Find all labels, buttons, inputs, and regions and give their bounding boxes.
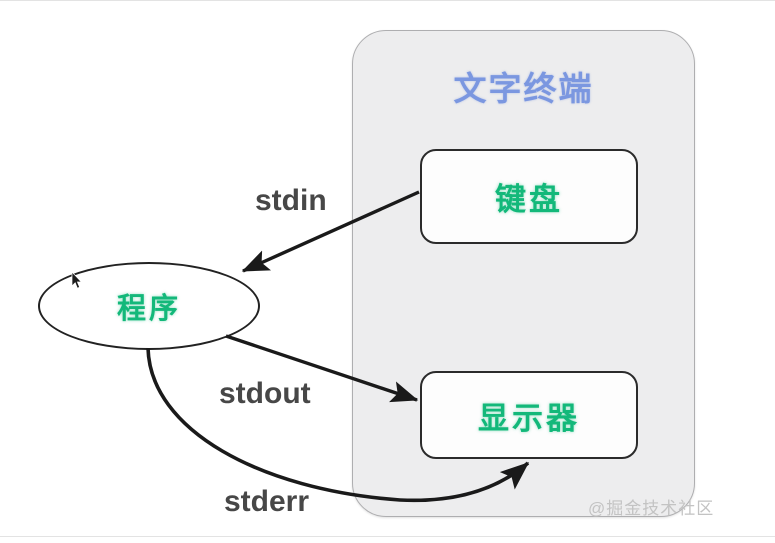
watermark-text: @掘金技术社区 — [588, 499, 715, 518]
mouse-cursor-icon — [71, 272, 83, 289]
top-frame-line — [0, 0, 775, 1]
program-node-label: 程序 — [116, 293, 181, 325]
bottom-frame-line — [0, 536, 775, 537]
text-terminal-title: 文字终端 — [453, 70, 594, 107]
stderr-label: stderr — [224, 485, 310, 518]
display-node[interactable]: 显示器 — [420, 371, 638, 459]
keyboard-node[interactable]: 键盘 — [420, 149, 638, 244]
display-node-label: 显示器 — [478, 400, 580, 436]
stdin-label: stdin — [255, 184, 327, 217]
keyboard-node-label: 键盘 — [495, 182, 563, 217]
stdout-label: stdout — [219, 377, 311, 410]
